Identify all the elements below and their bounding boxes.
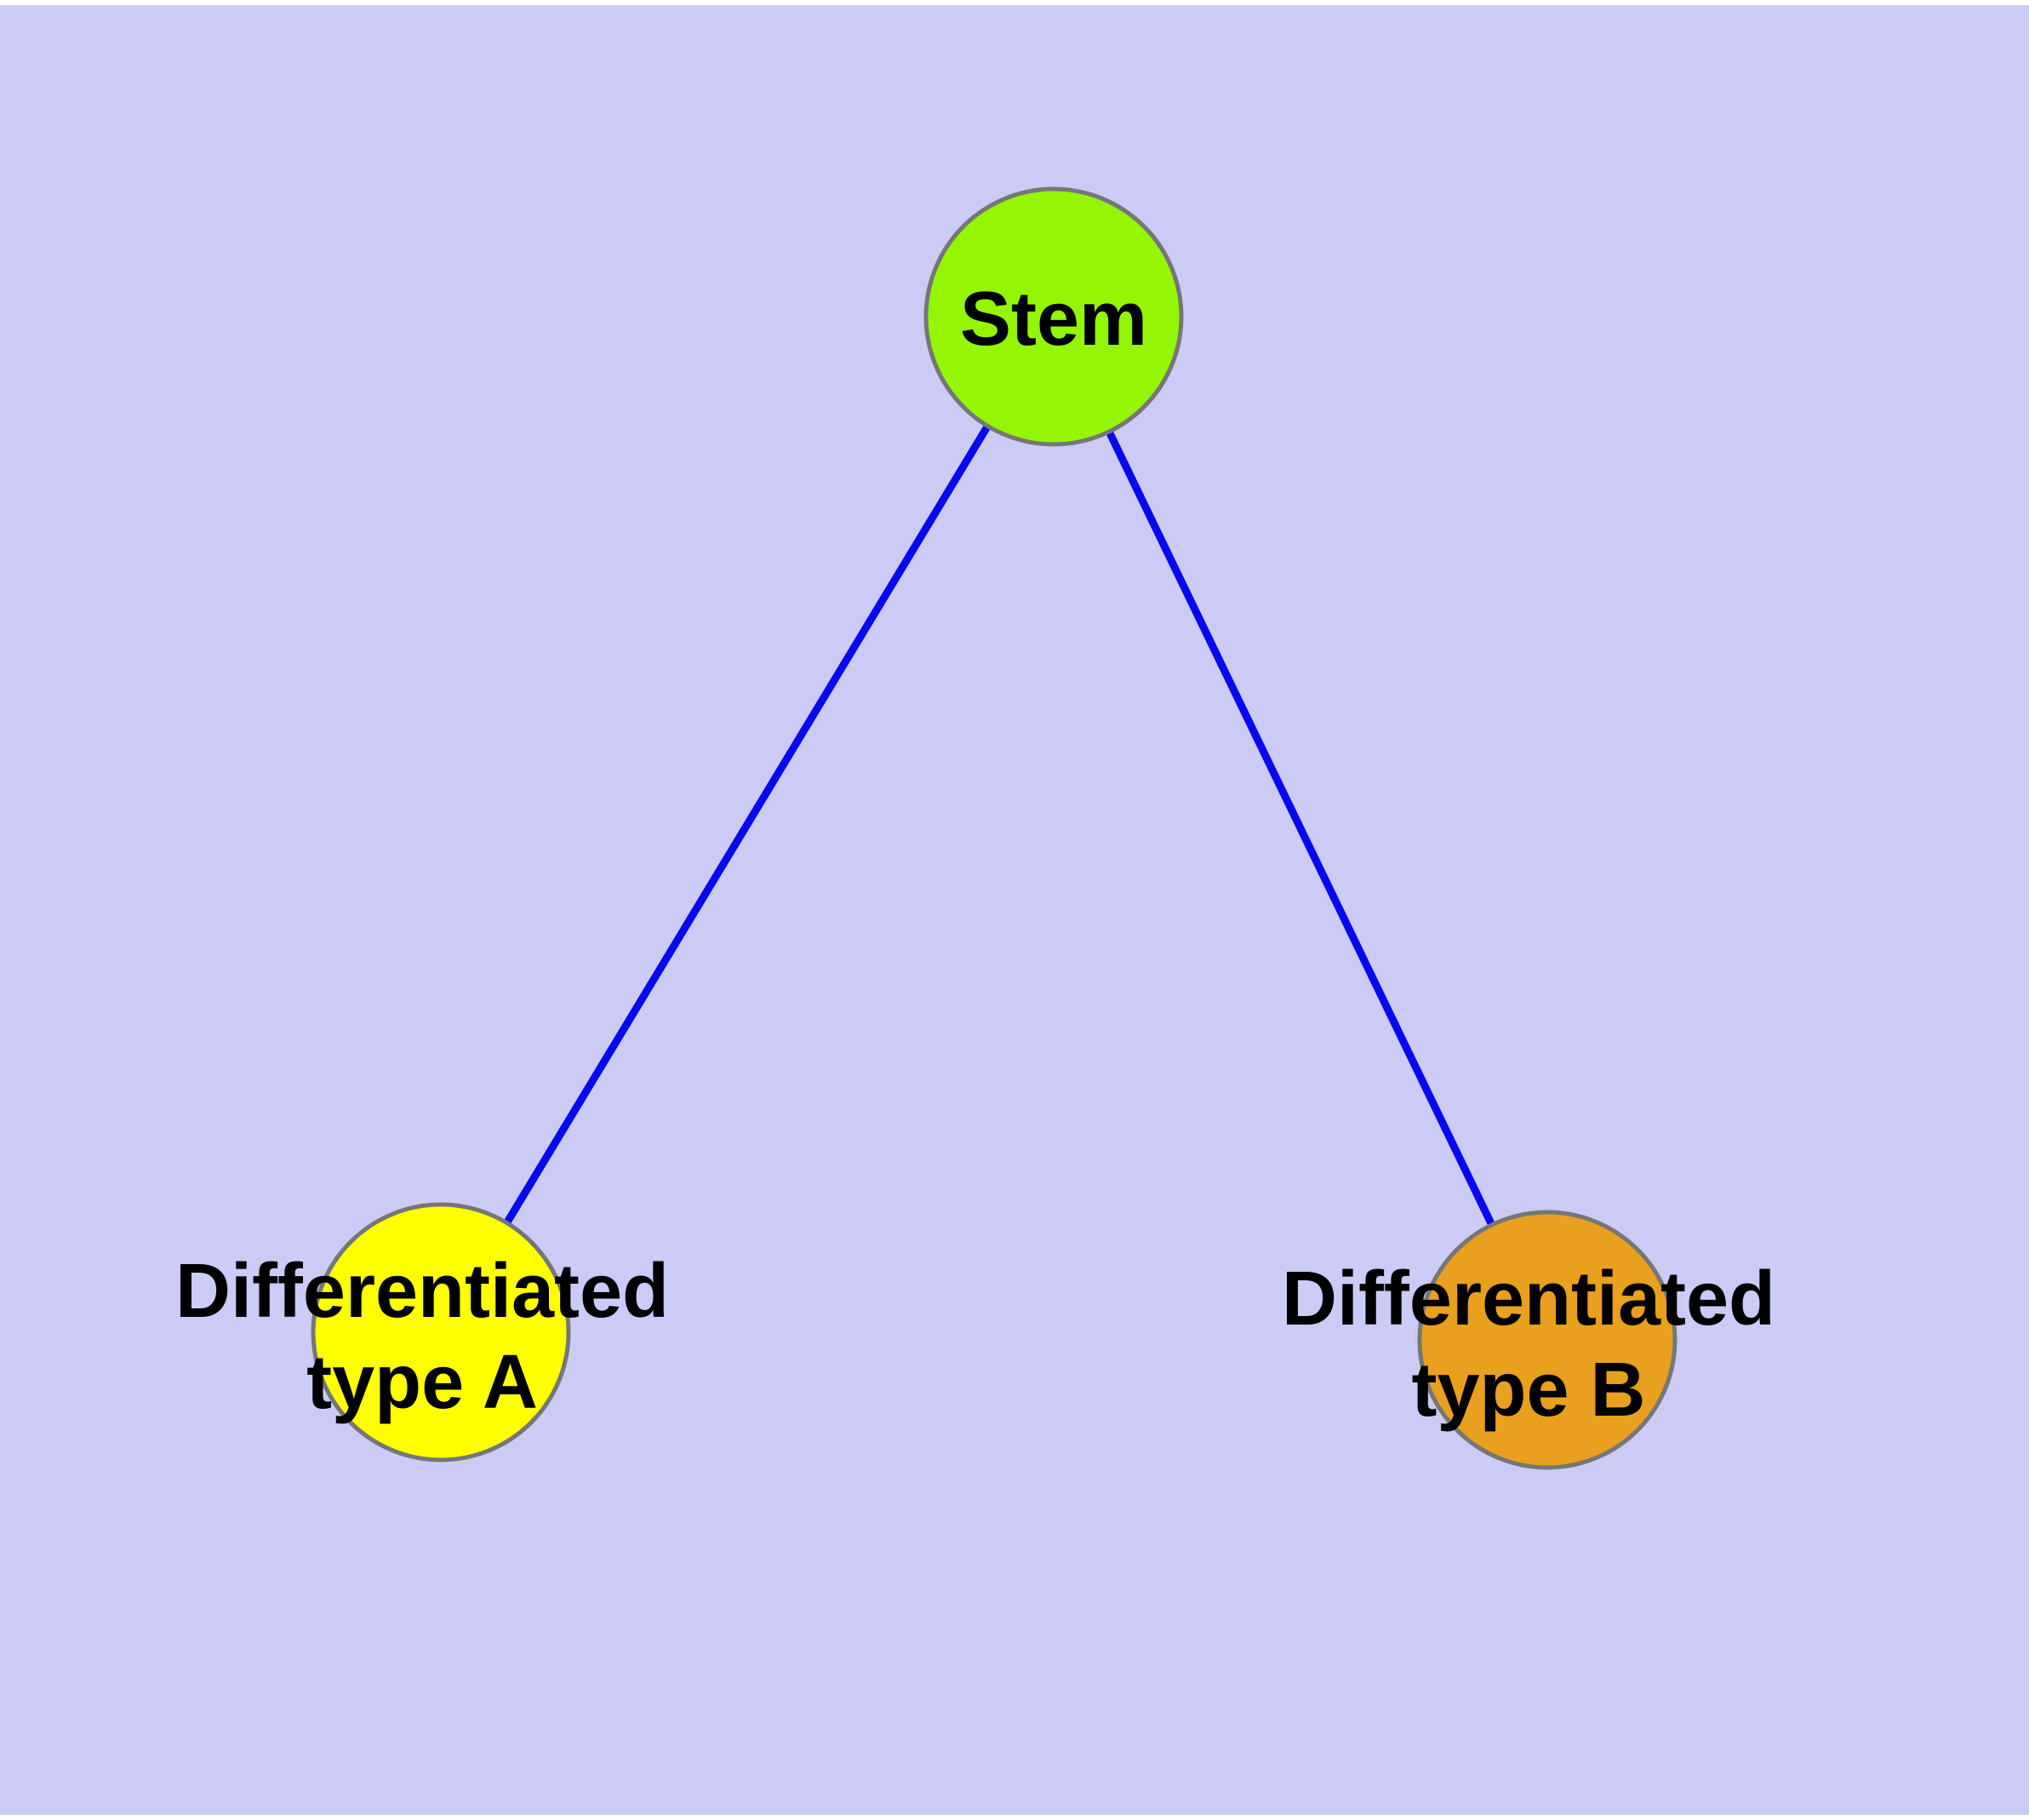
node-label-type-a-line2: type A (306, 1340, 538, 1425)
edge-stem-to-type-a (437, 314, 1057, 1335)
edge-stem-to-type-b (1049, 315, 1552, 1342)
node-label-type-b-line1: Differentiated (1282, 1256, 1775, 1342)
node-stem (923, 186, 1184, 447)
node-differentiated-type-b (1417, 1210, 1677, 1470)
node-label-type-a-line1: Differentiated (175, 1249, 669, 1334)
node-label-type-b-line2: type B (1411, 1348, 1645, 1433)
node-differentiated-type-a (311, 1202, 571, 1462)
node-label-stem: Stem (960, 277, 1147, 362)
